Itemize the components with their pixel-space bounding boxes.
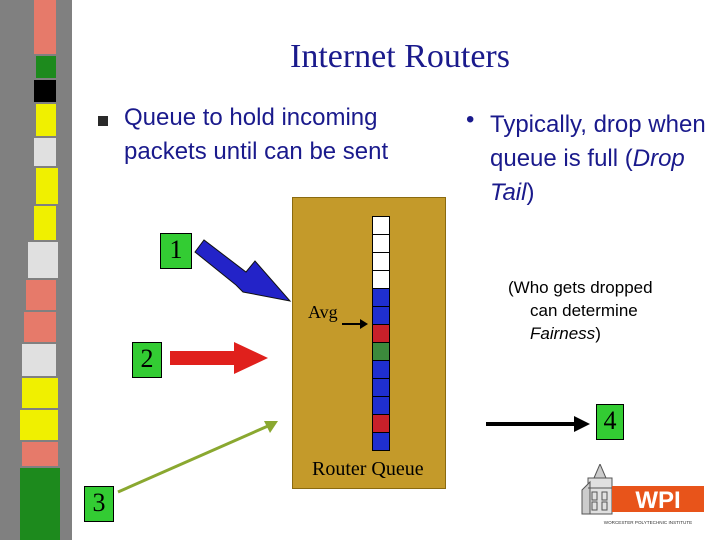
queue-cell-blue [372, 361, 390, 379]
bullet-text-right: Typically, drop when queue is full (Drop… [490, 111, 706, 206]
router-queue [372, 216, 390, 451]
router-queue-label: Router Queue [312, 458, 424, 480]
label-1: 1 [160, 233, 192, 269]
fairness-emphasis: Fairness [530, 324, 596, 343]
logo-subtitle: WORCESTER POLYTECHNIC INSTITUTE [604, 520, 692, 525]
logo-text: WPI [635, 487, 680, 514]
fairness-note: (Who gets dropped can determine Fairness… [508, 278, 653, 343]
avg-label: Avg [308, 302, 338, 322]
drop-tail-emphasis: Drop Tail [490, 145, 685, 206]
queue-cell-empty [372, 216, 390, 235]
label-3: 3 [84, 486, 114, 522]
slide-title: Internet Routers [290, 38, 510, 75]
queue-cell-green [372, 343, 390, 361]
bullet-text-left: Queue to hold incoming packets until can… [124, 104, 389, 165]
red-arrow-icon [170, 342, 268, 374]
queue-cell-blue [372, 433, 390, 451]
queue-cell-empty [372, 271, 390, 289]
queue-cell-blue [372, 307, 390, 325]
blue-arrow-icon [194, 239, 292, 302]
queue-cell-blue [372, 289, 390, 307]
router-box [292, 197, 446, 489]
queue-cell-blue [372, 397, 390, 415]
label-4: 4 [596, 404, 624, 440]
label-2: 2 [132, 342, 162, 378]
square-bullet-icon [98, 116, 108, 126]
queue-cell-empty [372, 235, 390, 253]
green-arrow-icon [117, 424, 269, 494]
decorative-color-strip [0, 0, 72, 540]
queue-cell-red [372, 325, 390, 343]
queue-cell-empty [372, 253, 390, 271]
dot-bullet-icon: • [466, 106, 475, 133]
wpi-logo: WPI WORCESTER POLYTECHNIC INSTITUTE [580, 462, 710, 530]
queue-cell-blue [372, 379, 390, 397]
queue-cell-red [372, 415, 390, 433]
